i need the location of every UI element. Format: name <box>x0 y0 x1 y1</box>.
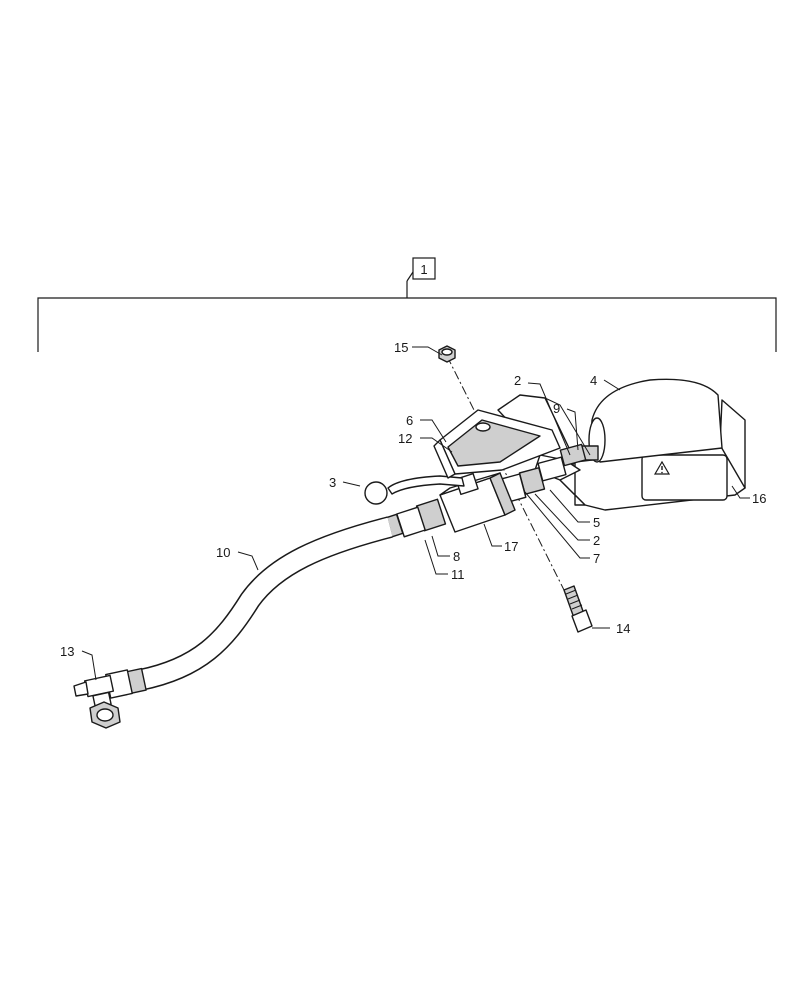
hose-fitting-valve <box>382 498 447 539</box>
callout-15: 15 <box>394 340 408 355</box>
warning-triangle-icon <box>653 460 671 475</box>
callout-9: 9 <box>553 401 560 416</box>
callout-17: 17 <box>504 539 518 554</box>
nut <box>438 345 456 363</box>
callout-3: 3 <box>329 475 336 490</box>
callout-14: 14 <box>616 621 630 636</box>
tee-fitting <box>73 667 147 729</box>
callout-10: 10 <box>216 545 230 560</box>
callout-5: 5 <box>593 515 600 530</box>
callout-13: 13 <box>60 644 74 659</box>
leader-lines <box>81 346 750 681</box>
callout-8: 8 <box>453 549 460 564</box>
callout-7: 7 <box>593 551 600 566</box>
callout-6: 6 <box>406 413 413 428</box>
valve-handle <box>364 475 465 505</box>
callout-labels: 15 2 4 6 9 12 3 16 5 2 17 8 7 10 11 13 1… <box>60 340 766 659</box>
assembly-bracket: 1 <box>37 257 777 352</box>
ball-valve <box>439 472 516 533</box>
callout-2-lower: 2 <box>593 533 600 548</box>
bolt <box>563 585 593 633</box>
callout-16: 16 <box>752 491 766 506</box>
valve-cover <box>433 409 561 479</box>
assembly-label: 1 <box>420 262 427 277</box>
hose <box>137 516 393 691</box>
callout-2-upper: 2 <box>514 373 521 388</box>
callout-4: 4 <box>590 373 597 388</box>
accumulator <box>579 378 723 463</box>
callout-12: 12 <box>398 431 412 446</box>
callout-11: 11 <box>451 567 465 582</box>
